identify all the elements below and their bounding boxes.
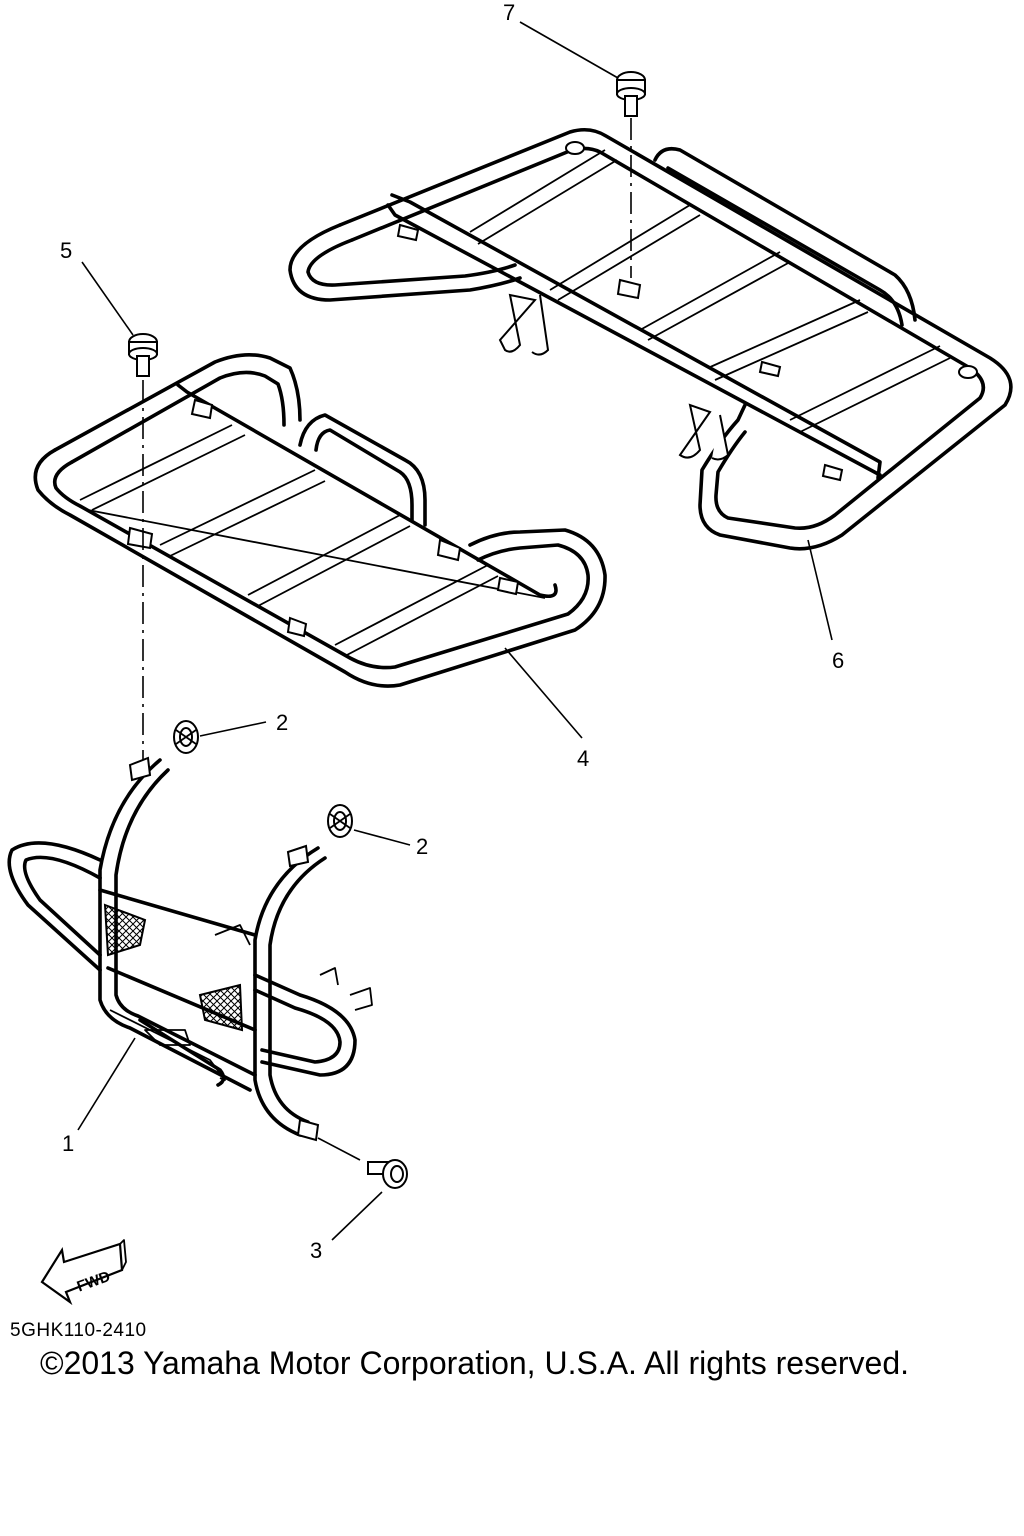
bolt-3 (367, 1159, 408, 1189)
copyright-notice: ©2013 Yamaha Motor Corporation, U.S.A. A… (40, 1345, 910, 1381)
callout-6: 6 (832, 648, 844, 673)
bolt-5 (128, 333, 158, 760)
callout-1: 1 (62, 1131, 74, 1156)
callout-2a: 2 (276, 710, 288, 735)
rear-carrier (288, 127, 1013, 551)
front-guard (7, 756, 373, 1142)
callout-2b: 2 (416, 834, 428, 859)
part-code: 5GHK110-2410 (10, 1320, 147, 1341)
callout-4: 4 (577, 746, 589, 771)
callout-7: 7 (503, 0, 515, 25)
bolt-7 (616, 71, 646, 278)
fwd-arrow-icon: FWD (40, 1239, 127, 1306)
leader-lines (77, 21, 833, 1241)
callout-3: 3 (310, 1238, 322, 1263)
callout-5: 5 (60, 238, 72, 263)
grommet-2a (173, 720, 199, 754)
grommet-2b (327, 804, 353, 838)
front-carrier (33, 353, 607, 688)
